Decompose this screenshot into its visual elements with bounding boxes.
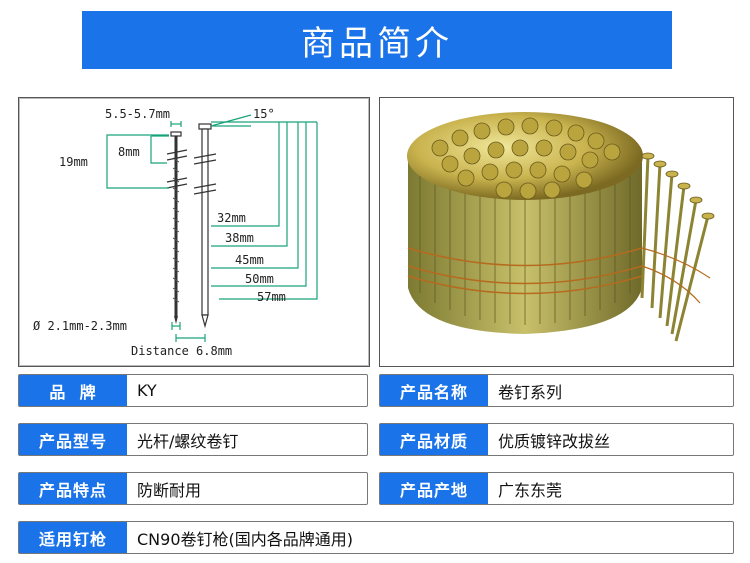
spec-value: 优质镀锌改拔丝 [498,431,611,451]
spec-label: 产品材质 [380,424,488,455]
banner-title: 商品简介 [301,23,453,64]
spec-label: 产品型号 [19,424,127,455]
diagram-svg: 5.5-5.7mm 15° 19mm 8mm 32mm 38mm 45 [33,107,318,358]
distance-label: Distance 6.8mm [131,344,232,358]
spec-label: 产品名称 [380,375,488,406]
length-57-label: 57mm [257,290,286,304]
spec-row-model: 产品型号 光杆/螺纹卷钉 [18,423,368,456]
shank-8-label: 8mm [118,145,140,159]
spec-value: 光杆/螺纹卷钉 [137,431,239,451]
coil-nail-illustration [380,98,733,366]
length-38-label: 38mm [225,231,254,245]
spec-value: KY [137,381,157,400]
length-50-label: 50mm [245,272,274,286]
length-32-label: 32mm [217,211,246,225]
nail-dimension-diagram: 5.5-5.7mm 15° 19mm 8mm 32mm 38mm 45 [18,97,370,367]
shank-19-label: 19mm [59,155,88,169]
diameter-label: Ø 2.1mm-2.3mm [33,319,127,333]
threaded-nail-graphic [170,131,182,324]
spec-value: 防断耐用 [137,480,202,500]
coil-nail-photo [379,97,734,367]
spec-row-name: 产品名称 卷钉系列 [379,374,734,407]
spec-row-feature: 产品特点 防断耐用 [18,472,368,505]
spec-label: 产品产地 [380,473,488,504]
spec-label: 产品特点 [19,473,127,504]
length-45-label: 45mm [235,253,264,267]
spec-value: 卷钉系列 [498,382,563,402]
spec-value: 广东东莞 [498,480,563,500]
spec-value: CN90卷钉枪(国内各品牌通用) [137,529,353,549]
head-angle-label: 15° [253,107,275,121]
spec-row-origin: 产品产地 广东东莞 [379,472,734,505]
smooth-nail-graphic [198,123,212,329]
spec-row-gun: 适用钉枪 CN90卷钉枪(国内各品牌通用) [18,521,734,554]
spec-row-material: 产品材质 优质镀锌改拔丝 [379,423,734,456]
head-width-label: 5.5-5.7mm [105,107,170,121]
spec-row-brand: 品 牌 KY [18,374,368,407]
spec-label: 品 牌 [19,375,127,406]
page-banner: 商品简介 [82,11,672,69]
spec-label: 适用钉枪 [19,522,127,553]
